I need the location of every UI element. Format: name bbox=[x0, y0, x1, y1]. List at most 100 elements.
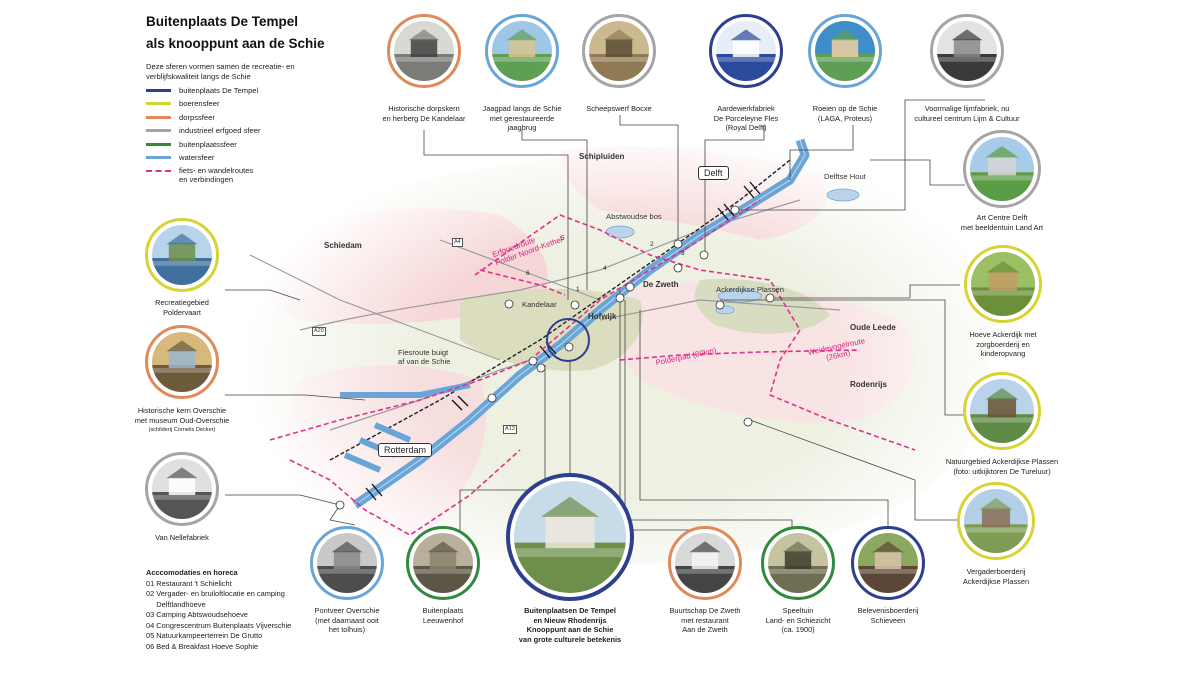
route-swatch bbox=[146, 170, 171, 173]
place-caption: Buurtschap De Zweth met restaurant Aan d… bbox=[669, 606, 741, 635]
place-circle bbox=[668, 526, 742, 600]
shipyard-photo-icon bbox=[589, 21, 649, 81]
place-caption: Roeien op de Schie (LAGA, Proteus) bbox=[812, 104, 878, 123]
place-caption: Historische kern Overschie met museum Ou… bbox=[134, 406, 230, 425]
accommodation-item: Delftlandhoeve bbox=[146, 599, 206, 609]
place-circle bbox=[709, 14, 783, 88]
lake-photo-icon bbox=[152, 225, 212, 285]
label-fiesroute: Fiesroute buigt af van de Schie bbox=[398, 348, 451, 366]
legend-label: buitenplaats De Tempel bbox=[179, 86, 259, 95]
label-abtswoudse-bos: Abstwoudse bos bbox=[606, 212, 662, 221]
art-centre-photo-icon bbox=[970, 137, 1034, 201]
place-circle bbox=[406, 526, 480, 600]
place-circle bbox=[963, 130, 1041, 208]
accommodation-item: 06 Bed & Breakfast Hoeve Sophie bbox=[146, 641, 259, 651]
accommodation-item: 04 Congrescentrum Buitenplaats Vijversch… bbox=[146, 620, 292, 630]
legend-swatch bbox=[146, 155, 171, 159]
place-circle bbox=[582, 14, 656, 88]
van-nelle-photo-icon bbox=[152, 459, 212, 519]
place-caption: Recreatiegebied Poldervaart bbox=[155, 298, 209, 317]
towpath-photo-icon bbox=[492, 21, 552, 81]
label-oude-leede: Oude Leede bbox=[850, 323, 896, 332]
place-circle bbox=[310, 526, 384, 600]
lakes bbox=[605, 188, 860, 315]
accommodation-item: 03 Camping Abtswoudsehoeve bbox=[146, 610, 248, 619]
road-a13: A13 bbox=[503, 425, 517, 434]
legend-label: industrieel erfgoed sfeer bbox=[179, 126, 261, 136]
playground-photo-icon bbox=[768, 533, 828, 593]
label-rodenrijs: Rodenrijs bbox=[850, 380, 887, 389]
tempel-highlight bbox=[546, 318, 590, 362]
map-dots bbox=[335, 205, 775, 510]
legend-item: buitenplaats De Tempel bbox=[146, 86, 260, 99]
place-circle bbox=[145, 325, 219, 399]
place-circle bbox=[485, 14, 559, 88]
accommodations-list: Acccomodaties en horeca 01 Restaurant 't… bbox=[146, 568, 291, 652]
road-a4: A4 bbox=[452, 238, 463, 247]
place-caption: Hoeve Ackerdijk met zorgboerderij en kin… bbox=[969, 330, 1037, 359]
tempel-estate-photo-icon bbox=[514, 481, 626, 593]
legend-item: industrieel erfgoed sfeer bbox=[146, 126, 260, 139]
accommodation-item: 05 Natuurkampeerterrein De Grutto bbox=[146, 631, 263, 640]
legend-item-routes: fiets- en wandelroutes en verbindingen bbox=[146, 166, 260, 188]
place-circle bbox=[506, 473, 634, 601]
place-caption: Buitenplaatsen De Tempel en Nieuw Rhoden… bbox=[518, 606, 622, 644]
place-circle bbox=[145, 452, 219, 526]
bridges bbox=[365, 181, 761, 501]
label-kandelaar: Kandelaar bbox=[522, 300, 557, 309]
legend-item: watersfeer bbox=[146, 153, 260, 166]
legend-item: buitenplaatssfeer bbox=[146, 140, 260, 153]
watchtower-photo-icon bbox=[970, 379, 1034, 443]
label-delftse-hout: Delftse Hout bbox=[824, 172, 866, 181]
marker-1: 1 bbox=[576, 286, 580, 293]
place-circle bbox=[963, 372, 1041, 450]
legend-item: boerensfeer bbox=[146, 99, 260, 112]
legend-swatch bbox=[146, 129, 171, 133]
place-circle bbox=[761, 526, 835, 600]
accommodation-item: 01 Restaurant 't Schielicht bbox=[146, 578, 232, 588]
label-de-zweth: De Zweth bbox=[643, 280, 679, 289]
marker-5: 5 bbox=[561, 235, 565, 242]
marker-2: 2 bbox=[650, 241, 654, 248]
label-rotterdam: Rotterdam bbox=[378, 443, 433, 457]
place-circle bbox=[957, 482, 1035, 560]
experience-farm-photo-icon bbox=[858, 533, 918, 593]
legend-swatch bbox=[146, 102, 171, 106]
page-subtitle: als knooppunt aan de Schie bbox=[146, 36, 325, 51]
place-caption: Belevenisboerderij Schieveen bbox=[857, 606, 919, 625]
place-caption: Historische dorpskern en herberg De Kand… bbox=[382, 104, 466, 123]
place-circle bbox=[930, 14, 1004, 88]
page-title: Buitenplaats De Tempel bbox=[146, 14, 299, 29]
place-caption: Speeltuin Land- en Schiezicht (ca. 1900) bbox=[765, 606, 831, 635]
label-schipluiden: Schipluiden bbox=[579, 152, 625, 161]
place-caption: Jaagpad langs de Schie met gerestaureerd… bbox=[482, 104, 562, 133]
legend-label: dorpssfeer bbox=[179, 112, 215, 122]
place-circle bbox=[808, 14, 882, 88]
place-caption-note: (schilderij Cornelis Decker) bbox=[148, 427, 216, 433]
leeuwenhof-photo-icon bbox=[413, 533, 473, 593]
care-farm-photo-icon bbox=[971, 252, 1035, 316]
place-caption: Van Nellefabriek bbox=[155, 533, 209, 542]
place-circle bbox=[145, 218, 219, 292]
legend-swatch bbox=[146, 142, 171, 146]
legend-swatch bbox=[146, 89, 171, 92]
place-caption: Pontveer Overschie (met daarnaast ooit h… bbox=[314, 606, 380, 635]
label-hofwijk: Hofwijk bbox=[588, 312, 617, 321]
railway bbox=[329, 159, 791, 461]
legend-item: dorpssfeer bbox=[146, 113, 260, 126]
place-caption: Aardewerkfabriek De Porceleyne Fles (Roy… bbox=[713, 104, 779, 133]
place-caption: Scheepswerf Bocxe bbox=[586, 104, 652, 113]
marker-4: 4 bbox=[603, 265, 607, 272]
place-caption: Natuurgebied Ackerdijkse Plassen (foto: … bbox=[945, 457, 1059, 476]
intro-text: Deze sferen vormen samen de recreatie- e… bbox=[146, 62, 295, 81]
accommodation-item: 02 Vergader- en bruiloftlocatie en campi… bbox=[146, 589, 285, 598]
place-circle bbox=[387, 14, 461, 88]
road-a20: A20 bbox=[312, 327, 326, 336]
legend-label: buitenplaatssfeer bbox=[179, 139, 237, 149]
place-caption: Buitenplaats Leeuwenhof bbox=[422, 606, 464, 625]
place-caption: Voormalige lijmfabriek, nu cultureel cen… bbox=[914, 104, 1020, 123]
marker-6: 6 bbox=[526, 270, 530, 277]
label-ackerdijkse-plassen: Ackerdijkse Plassen bbox=[716, 285, 784, 294]
accommodations-title: Acccomodaties en horeca bbox=[146, 568, 238, 577]
